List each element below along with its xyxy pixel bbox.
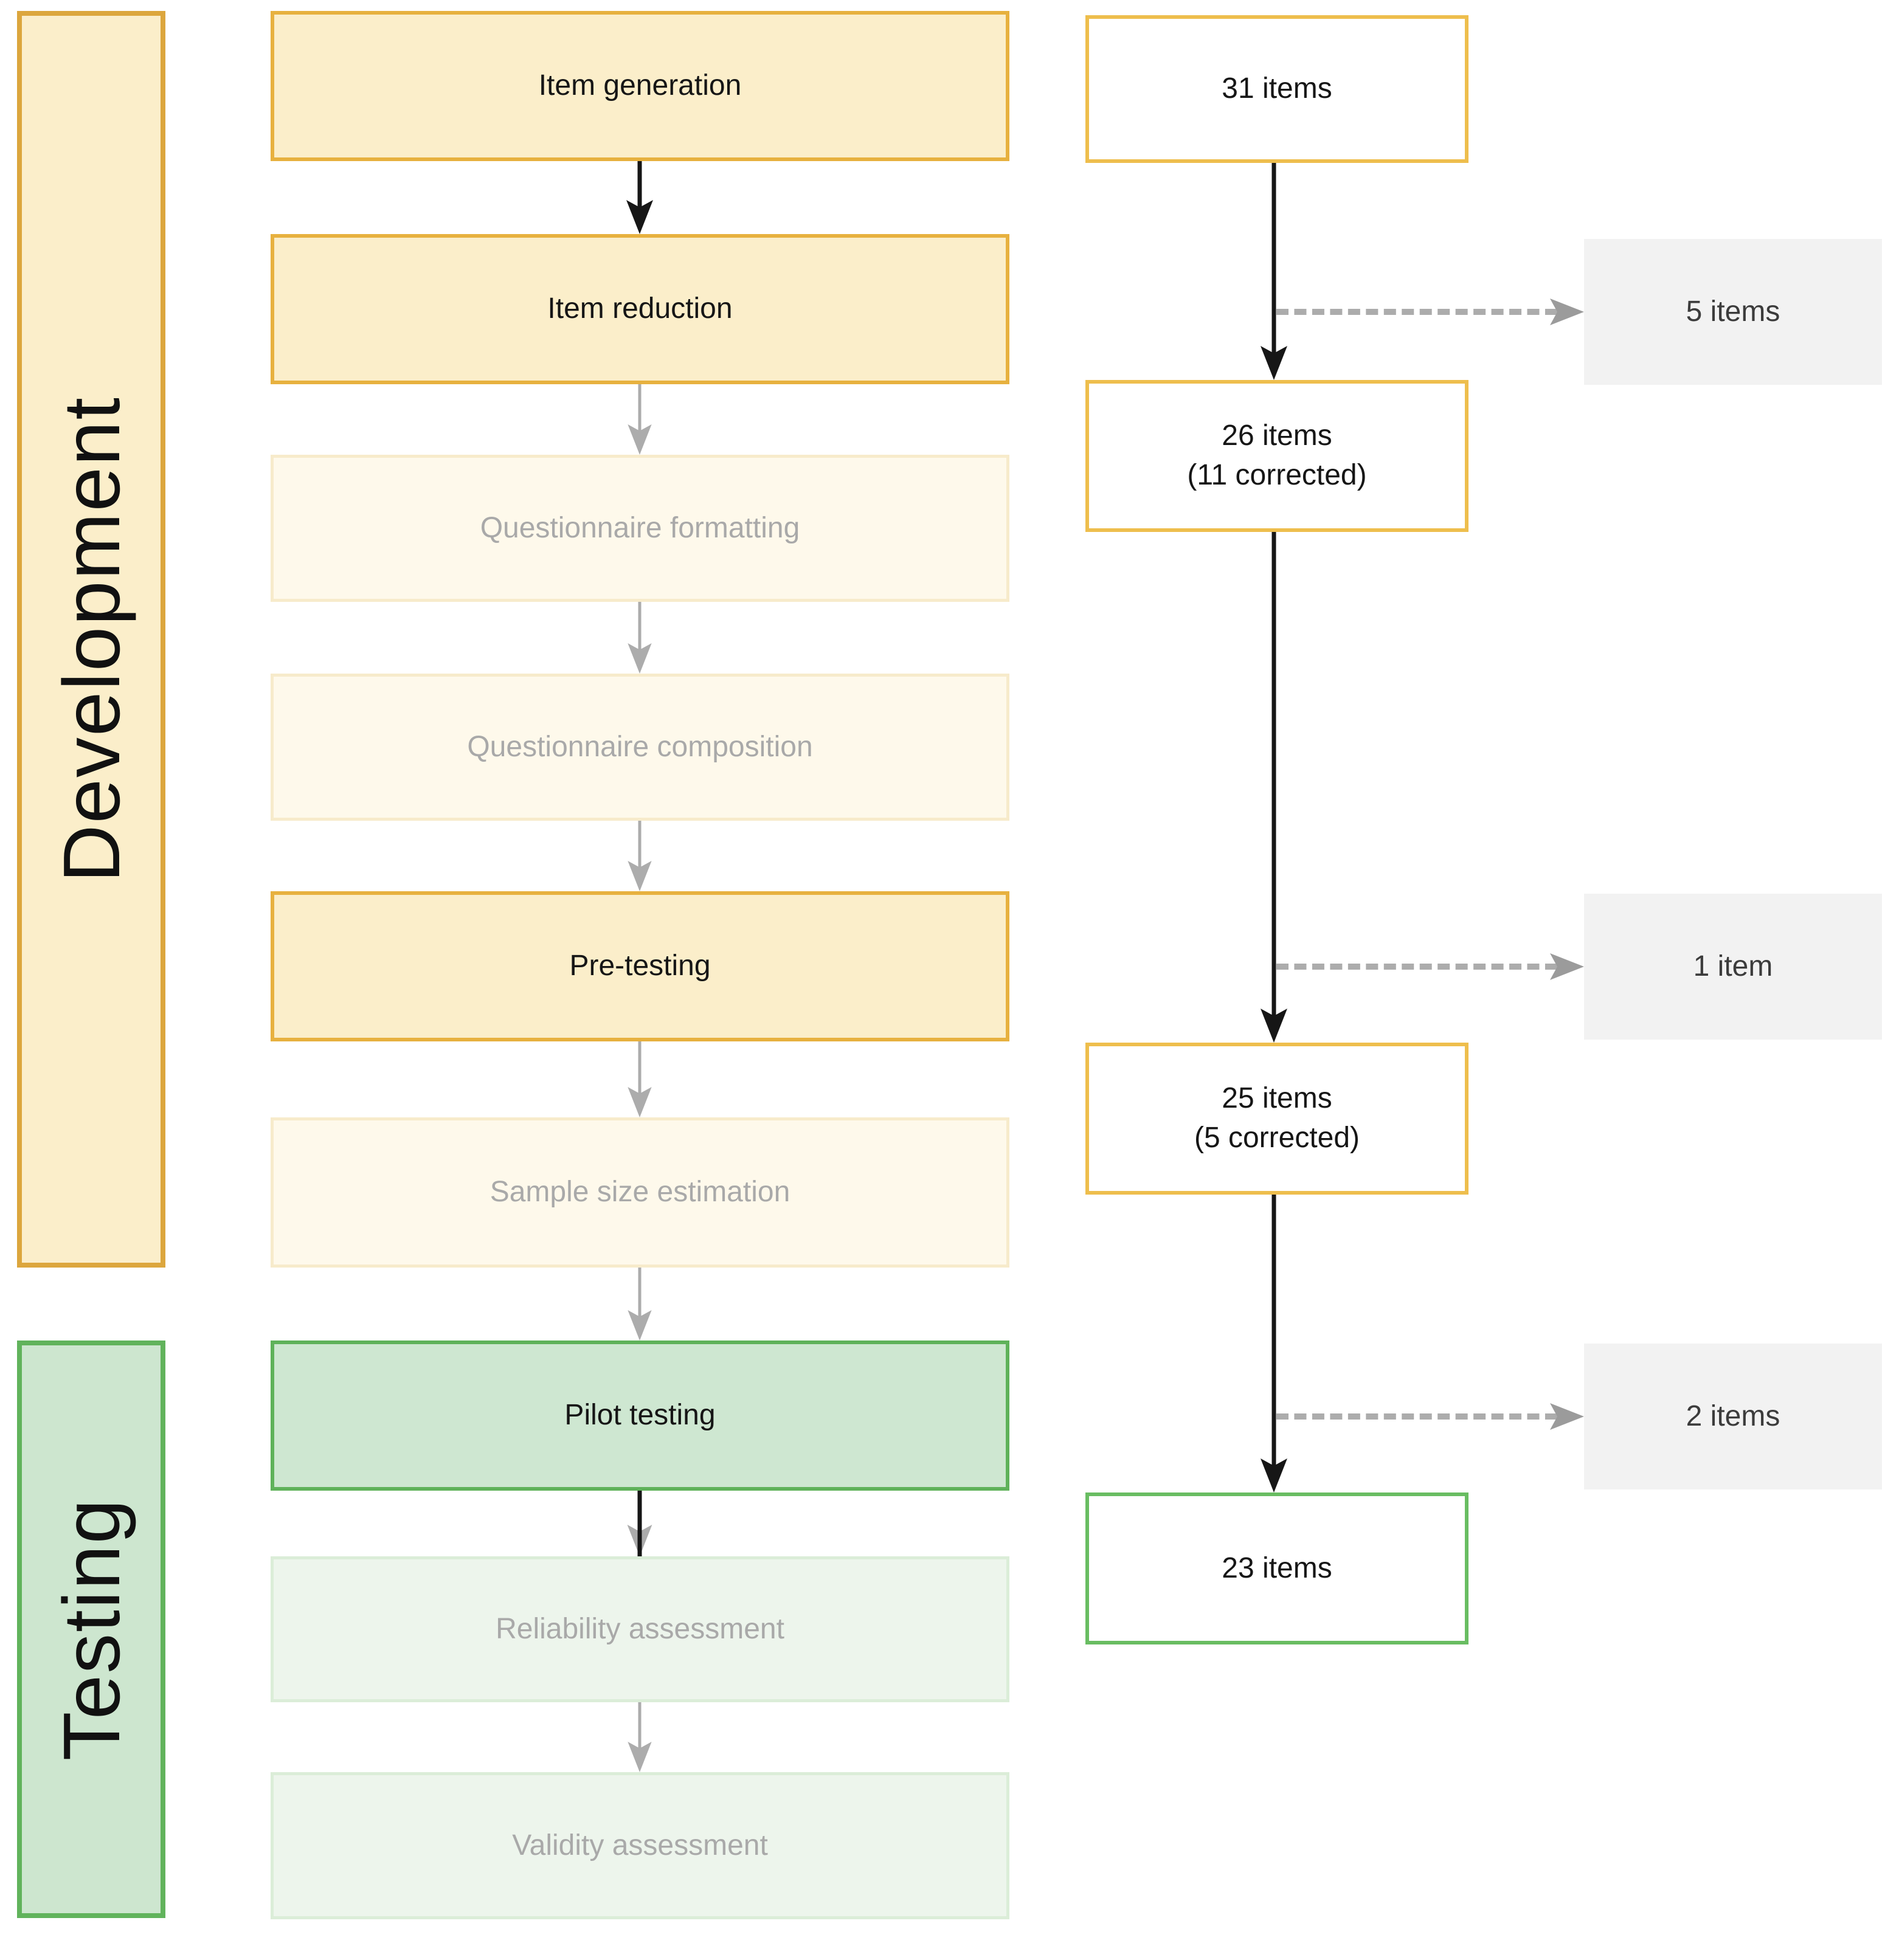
gray-arrowhead-down-icon xyxy=(628,643,652,674)
phase-label-testing: Testing xyxy=(46,1497,136,1761)
arrow-questionnaire-composition-to-pre-testing xyxy=(621,821,658,891)
arrow-reliability-to-validity-assessment xyxy=(621,1702,658,1772)
removed-label-5-items: 5 items xyxy=(1686,295,1780,328)
gray-arrowhead-right-icon xyxy=(1550,953,1584,980)
arrow-shaft xyxy=(638,384,642,434)
removed-label-2-items: 2 items xyxy=(1686,1399,1780,1432)
gray-arrowhead-right-icon xyxy=(1550,298,1584,325)
step-box-pilot-testing: Pilot testing xyxy=(271,1341,1009,1491)
removed-box-1-item: 1 item xyxy=(1584,894,1882,1040)
gray-arrowhead-down-icon xyxy=(628,1087,652,1117)
removed-box-5-items: 5 items xyxy=(1584,239,1882,385)
arrow-shaft xyxy=(638,1702,642,1751)
arrow-item-generation-to-item-reduction xyxy=(621,161,658,234)
step-label-pilot-testing: Pilot testing xyxy=(564,1399,716,1432)
arrow-shaft xyxy=(638,602,642,653)
dashed-arrow-to-removed-1-item xyxy=(1276,948,1584,985)
step-label-item-generation: Item generation xyxy=(538,69,742,102)
arrow-31-items-to-26-items xyxy=(1256,163,1292,380)
step-label-sample-size-estimation: Sample size estimation xyxy=(489,1176,790,1209)
arrow-pre-testing-to-sample-size-estimation xyxy=(621,1041,658,1117)
count-box-23-items: 23 items xyxy=(1085,1492,1468,1644)
arrow-shaft xyxy=(1271,532,1276,1022)
arrow-25-items-to-23-items xyxy=(1256,1195,1292,1492)
dashed-line xyxy=(1276,964,1557,970)
removed-label-1-item: 1 item xyxy=(1693,950,1773,982)
step-label-questionnaire-formatting: Questionnaire formatting xyxy=(480,511,800,544)
arrow-shaft xyxy=(637,161,642,213)
arrow-shaft xyxy=(1271,163,1276,359)
step-label-questionnaire-composition: Questionnaire composition xyxy=(467,730,813,763)
gray-arrowhead-down-icon xyxy=(628,1310,652,1341)
gray-arrowhead-down-icon xyxy=(628,861,652,891)
gray-arrowhead-down-icon xyxy=(628,424,652,455)
phase-box-testing: Testing xyxy=(17,1341,165,1918)
step-box-item-reduction: Item reduction xyxy=(271,234,1009,384)
step-box-item-generation: Item generation xyxy=(271,11,1009,161)
step-box-reliability-assessment: Reliability assessment xyxy=(271,1556,1009,1702)
dashed-line xyxy=(1276,309,1557,315)
arrow-26-items-to-25-items xyxy=(1256,532,1292,1043)
count-box-25-items: 25 items (5 corrected) xyxy=(1085,1043,1468,1195)
arrow-shaft xyxy=(638,821,642,871)
step-label-item-reduction: Item reduction xyxy=(547,292,733,325)
count-label-31-items: 31 items xyxy=(1222,72,1332,105)
step-label-pre-testing: Pre-testing xyxy=(569,950,711,982)
arrow-shaft xyxy=(637,1491,642,1556)
arrow-shaft xyxy=(638,1268,642,1320)
arrow-item-reduction-to-questionnaire-formatting xyxy=(621,384,658,455)
count-box-31-items: 31 items xyxy=(1085,15,1468,163)
count-box-26-items: 26 items (11 corrected) xyxy=(1085,380,1468,532)
step-box-pre-testing: Pre-testing xyxy=(271,891,1009,1041)
arrow-shaft xyxy=(1271,1195,1276,1472)
count-label-23-items: 23 items xyxy=(1222,1551,1332,1584)
arrow-pilot-testing-to-reliability-assessment xyxy=(621,1491,658,1556)
gray-arrowhead-right-icon xyxy=(1550,1403,1584,1430)
step-label-validity-assessment: Validity assessment xyxy=(512,1829,768,1862)
count-label-25-items: 25 items (5 corrected) xyxy=(1194,1082,1360,1154)
black-arrowhead-down-icon xyxy=(1261,1009,1287,1043)
step-box-questionnaire-formatting: Questionnaire formatting xyxy=(271,455,1009,602)
dashed-arrow-to-removed-2-items xyxy=(1276,1398,1584,1435)
step-box-sample-size-estimation: Sample size estimation xyxy=(271,1117,1009,1268)
count-label-26-items: 26 items (11 corrected) xyxy=(1187,419,1367,491)
dashed-line xyxy=(1276,1413,1557,1420)
arrow-sample-size-estimation-to-pilot-testing xyxy=(621,1268,658,1341)
arrow-shaft xyxy=(638,1041,642,1097)
black-arrowhead-down-icon xyxy=(1261,1458,1287,1492)
black-arrowhead-down-icon xyxy=(626,200,653,234)
dashed-arrow-to-removed-5-items xyxy=(1276,294,1584,330)
phase-box-development: Development xyxy=(17,11,165,1268)
step-box-validity-assessment: Validity assessment xyxy=(271,1772,1009,1919)
removed-box-2-items: 2 items xyxy=(1584,1344,1882,1489)
gray-arrowhead-down-icon xyxy=(628,1742,652,1772)
step-label-reliability-assessment: Reliability assessment xyxy=(496,1612,784,1645)
arrow-questionnaire-formatting-to-composition xyxy=(621,602,658,674)
phase-label-development: Development xyxy=(46,396,136,883)
step-box-questionnaire-composition: Questionnaire composition xyxy=(271,674,1009,821)
black-arrowhead-down-icon xyxy=(1261,346,1287,380)
